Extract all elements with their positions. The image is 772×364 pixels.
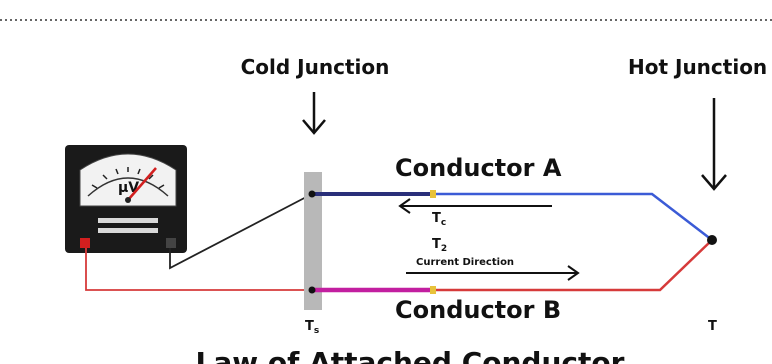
t-hot-label: T: [708, 319, 717, 334]
cold-junction-arrow-icon: [302, 92, 326, 135]
meter-needle: [127, 167, 157, 201]
conductor-a-wire: [312, 192, 713, 241]
left-arrow-icon: [398, 198, 552, 214]
cold-junction-label: Cold Junction: [241, 55, 390, 79]
tc-label: Tc: [432, 211, 446, 228]
cold-junction-dot-top: [308, 190, 316, 198]
conductor-b-label: Conductor B: [395, 296, 561, 324]
t2-subscript: 2: [441, 244, 447, 254]
meter-unit-label: μV: [118, 180, 139, 196]
conductor-a-label: Conductor A: [395, 154, 562, 182]
cold-junction-block: [304, 172, 322, 310]
diagram-title: Law of Attached Conductor: [196, 346, 625, 364]
junction-marker-top: [430, 190, 436, 198]
meter-lead-black: [169, 193, 313, 270]
ts-subscript: s: [314, 326, 319, 336]
junction-marker-bottom: [430, 286, 436, 294]
microvolt-meter: μV: [65, 145, 187, 253]
tc-main: T: [432, 211, 441, 226]
hot-junction-arrow-icon: [701, 98, 727, 191]
t2-main: T: [432, 237, 441, 252]
cold-junction-dot-bottom: [308, 286, 316, 294]
t2-label: T2: [432, 237, 447, 254]
ts-main: T: [305, 319, 314, 334]
tc-subscript: c: [441, 218, 446, 228]
hot-junction-dot: [707, 235, 717, 245]
current-direction-label: Current Direction: [416, 257, 514, 268]
hot-junction-label: Hot Junction: [628, 55, 767, 79]
right-arrow-icon: [406, 265, 580, 281]
ts-label: Ts: [305, 319, 319, 336]
meter-lead-red: [85, 248, 312, 291]
